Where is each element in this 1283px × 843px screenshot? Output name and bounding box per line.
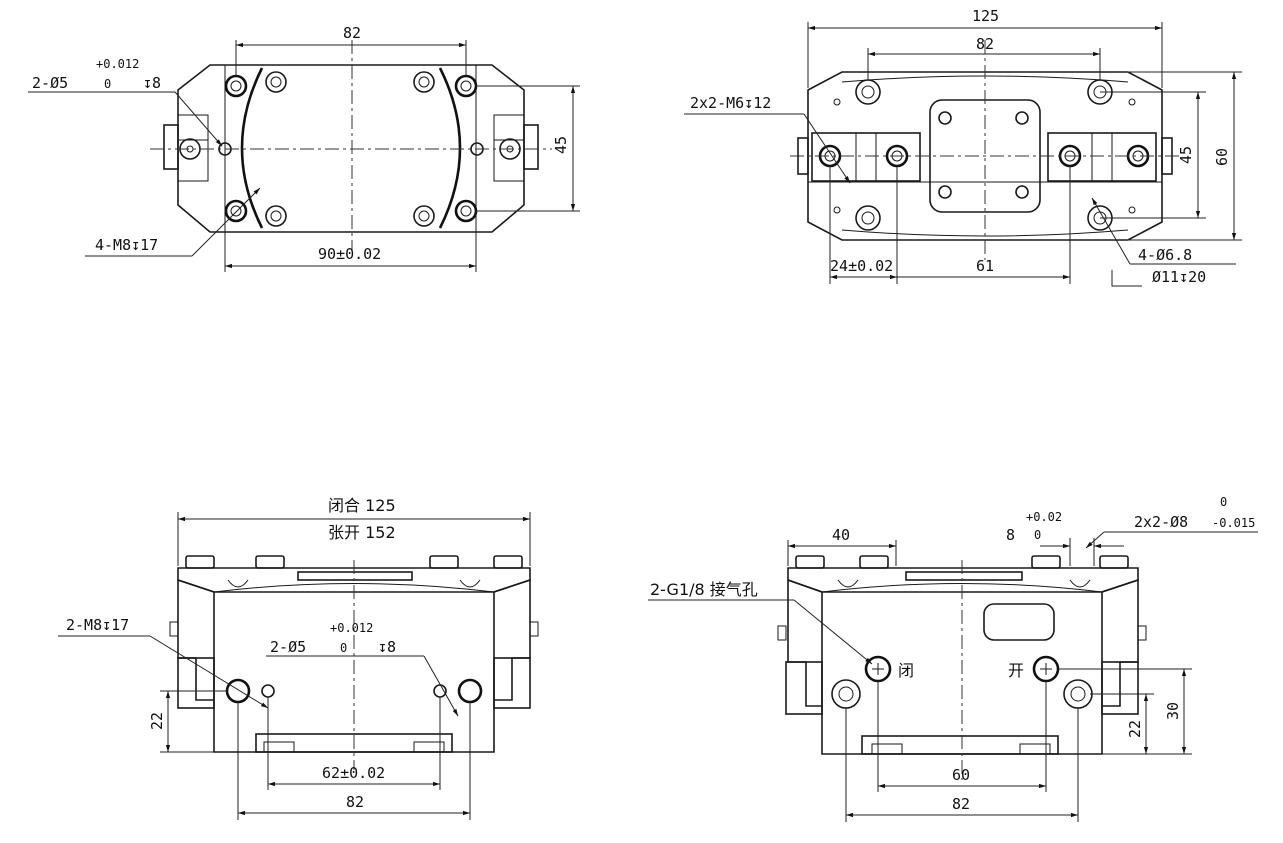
view-bottom-left: 闭合 125 张开 152 22 62±0.02 82 2-M8↧17 2-Ø5…: [58, 496, 539, 820]
br-dim-small: 8: [1006, 526, 1015, 544]
tr-jaw-right: [1047, 132, 1157, 182]
tr-body-outline: [807, 71, 1163, 241]
view-top-left: 82 90±0.02 45 2-Ø5 +0.012 0 ↧8 4-M8↧17: [28, 24, 580, 272]
tl-hole-tol-upper: +0.012: [96, 57, 139, 71]
tl-dim-top: 82: [343, 24, 361, 42]
br-label-open: 开: [1008, 661, 1024, 680]
tr-hole-note-a: 4-Ø6.8: [1138, 246, 1192, 264]
tl-dim-right: 45: [552, 136, 570, 154]
br-dim-h2: 30: [1164, 702, 1182, 720]
tl-hole-note: 2-Ø5: [32, 74, 68, 92]
tr-dim-overall: 125: [972, 7, 999, 25]
bl-dim-height: 22: [148, 712, 166, 730]
tr-dim-bottom-left: 24±0.02: [830, 257, 893, 275]
br-body: [787, 578, 1139, 755]
bl-dim-outer: 82: [346, 793, 364, 811]
tr-thread-note: 2x2-M6↧12: [690, 94, 771, 112]
tr-jaw-left: [811, 132, 921, 182]
tl-thread-note: 4-M8↧17: [95, 236, 158, 254]
tl-body-outline: [177, 64, 525, 233]
bl-thread-hole-left: [225, 678, 251, 704]
bl-hole-depth: ↧8: [378, 638, 396, 656]
tl-jaw-curve-right: [438, 67, 462, 229]
tr-dim-right-inner: 45: [1177, 146, 1195, 164]
tr-dim-right-outer: 60: [1213, 148, 1231, 166]
br-dim-small-tol-lower: 0: [1034, 528, 1041, 542]
tr-hole-note-b: Ø11↧20: [1152, 268, 1206, 286]
br-dim-small-tol-upper: +0.02: [1026, 510, 1062, 524]
bl-label-open: 张开 152: [328, 523, 396, 542]
br-dim-inner: 60: [952, 766, 970, 784]
br-dim-h1: 22: [1126, 720, 1144, 738]
br-dim-outer: 82: [952, 795, 970, 813]
br-slot: [983, 603, 1055, 641]
br-label-closed: 闭: [898, 661, 914, 680]
br-dim-top-left: 40: [832, 526, 850, 544]
tr-dim-bottom-right: 61: [976, 257, 994, 275]
bl-thread-hole-right: [457, 678, 483, 704]
tl-jaw-curve-left: [240, 67, 264, 229]
br-pin-note: 2x2-Ø8: [1134, 513, 1188, 531]
bl-dim-inner: 62±0.02: [322, 764, 385, 782]
bl-thread-note: 2-M8↧17: [66, 616, 129, 634]
tr-holes: [818, 79, 1150, 231]
bl-hole-tol-lower: 0: [340, 641, 347, 655]
bl-hole-note: 2-Ø5: [270, 638, 306, 656]
view-top-right: 125 82 45 60 24±0.02 61 2x2-M6↧12 4-Ø6.8…: [684, 7, 1242, 287]
br-pin-tol-lower: -0.015: [1212, 516, 1255, 530]
tl-hole-depth: ↧8: [143, 74, 161, 92]
br-pin-tol-upper: 0: [1220, 495, 1227, 509]
tl-hole-tol-lower: 0: [104, 77, 111, 91]
bl-label-closed: 闭合 125: [328, 496, 396, 515]
tl-dim-bottom: 90±0.02: [318, 245, 381, 263]
bl-hole-tol-upper: +0.012: [330, 621, 373, 635]
view-bottom-right: 闭 开 40 8 +0.02 0 2x2-Ø8 0 -0.015 2-G1/8 …: [648, 495, 1258, 822]
br-air-note: 2-G1/8 接气孔: [650, 580, 758, 599]
tr-dim-inner: 82: [976, 35, 994, 53]
